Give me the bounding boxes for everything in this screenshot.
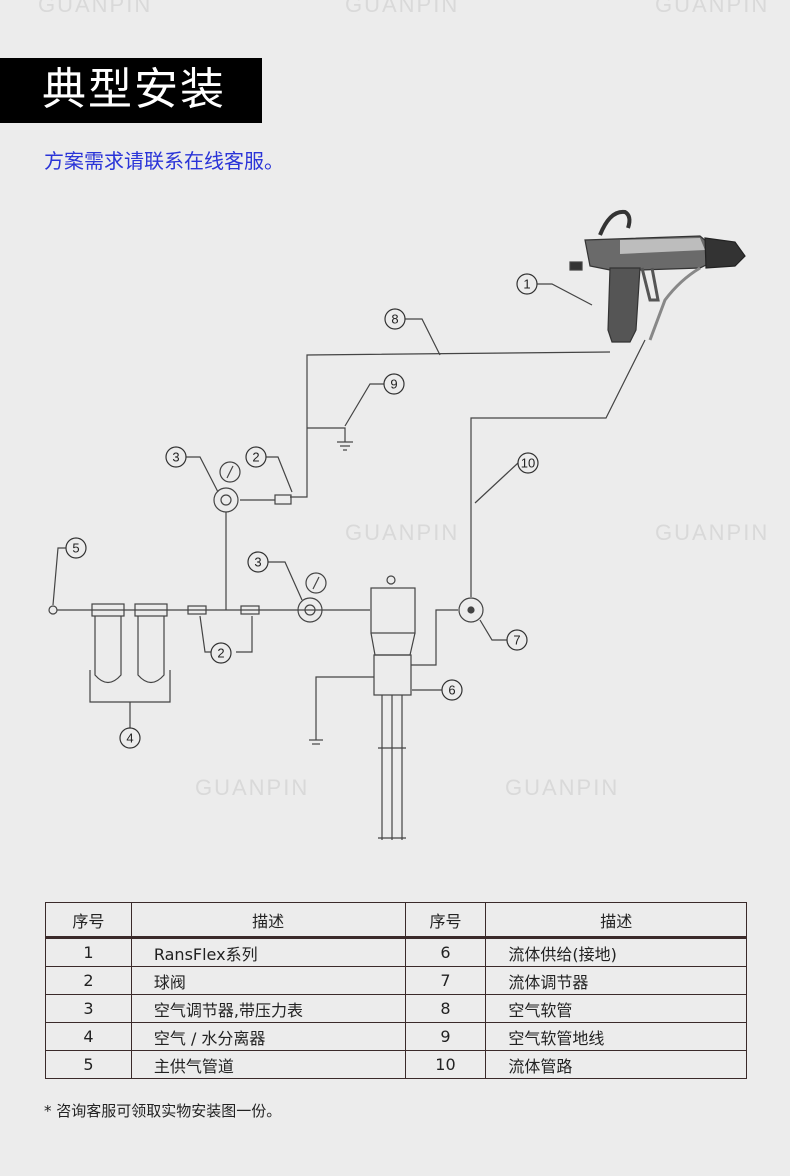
callout-7: 7 xyxy=(513,633,520,648)
watermark: GUANPIN xyxy=(195,775,310,800)
callout-8: 8 xyxy=(391,312,398,327)
watermark: GUANPIN xyxy=(345,0,460,17)
callout-5: 5 xyxy=(72,541,79,556)
watermark: GUANPIN xyxy=(655,0,770,17)
air-water-separator xyxy=(89,603,171,728)
item-number: 9 xyxy=(404,1022,487,1051)
watermark: GUANPIN xyxy=(345,520,460,545)
footnote: * 咨询客服可领取实物安装图一份。 xyxy=(44,1102,282,1120)
fluid-hose-line xyxy=(470,339,646,597)
callout-4: 4 xyxy=(126,731,133,746)
item-number: 1 xyxy=(45,937,132,967)
pressure-gauge-icon xyxy=(219,461,241,483)
contact-note: 方案需求请联系在线客服。 xyxy=(44,149,284,173)
item-number: 2 xyxy=(45,966,132,995)
item-description: RansFlex系列 xyxy=(130,937,406,967)
column-header: 描述 xyxy=(130,902,406,939)
callout-10: 10 xyxy=(521,456,535,471)
item-number: 7 xyxy=(404,966,487,995)
item-description: 空气调节器,带压力表 xyxy=(130,994,406,1023)
item-description: 空气软管 xyxy=(485,994,747,1023)
ground-symbol xyxy=(337,441,353,451)
watermark: GUANPIN xyxy=(505,775,620,800)
main-supply-inlet xyxy=(48,605,58,615)
item-number: 3 xyxy=(45,994,132,1023)
ball-valve xyxy=(240,605,260,615)
section-title-block: 典型安装 xyxy=(0,58,262,123)
watermark: GUANPIN xyxy=(655,520,770,545)
column-header: 序号 xyxy=(404,902,487,939)
item-description: 空气 / 水分离器 xyxy=(130,1022,406,1051)
ground-wire-line xyxy=(307,427,346,442)
spray-gun xyxy=(569,209,746,343)
air-regulator-mid xyxy=(297,597,323,623)
item-description: 流体供给(接地) xyxy=(485,937,747,967)
callout-9: 9 xyxy=(390,377,397,392)
installation-diagram: 1 8 9 2 3 10 5 3 2 7 6 4 xyxy=(48,209,746,840)
callout-6: 6 xyxy=(448,683,455,698)
ball-valve xyxy=(187,605,207,615)
item-number: 6 xyxy=(404,937,487,967)
watermark: GUANPIN xyxy=(38,0,153,17)
pressure-gauge-icon xyxy=(305,572,327,594)
item-number: 10 xyxy=(404,1050,487,1079)
item-description: 流体管路 xyxy=(485,1050,747,1079)
item-description: 空气软管地线 xyxy=(485,1022,747,1051)
fluid-supply-pump xyxy=(370,575,416,840)
item-description: 球阀 xyxy=(130,966,406,995)
column-header: 序号 xyxy=(45,902,132,939)
ball-valve-top xyxy=(274,494,292,505)
air-hose-line xyxy=(290,351,611,498)
column-header: 描述 xyxy=(485,902,747,939)
callout-2: 2 xyxy=(217,646,224,661)
item-description: 流体调节器 xyxy=(485,966,747,995)
item-number: 4 xyxy=(45,1022,132,1051)
item-number: 5 xyxy=(45,1050,132,1079)
fluid-regulator xyxy=(458,597,484,623)
callout-3: 3 xyxy=(172,450,179,465)
item-description: 主供气管道 xyxy=(130,1050,406,1079)
item-number: 8 xyxy=(404,994,487,1023)
callout-3: 3 xyxy=(254,555,261,570)
callout-1: 1 xyxy=(523,277,530,292)
callout-2: 2 xyxy=(252,450,259,465)
table-header-row: 序号 描述 序号 描述 xyxy=(45,902,747,939)
page-title: 典型安装 xyxy=(42,64,226,115)
